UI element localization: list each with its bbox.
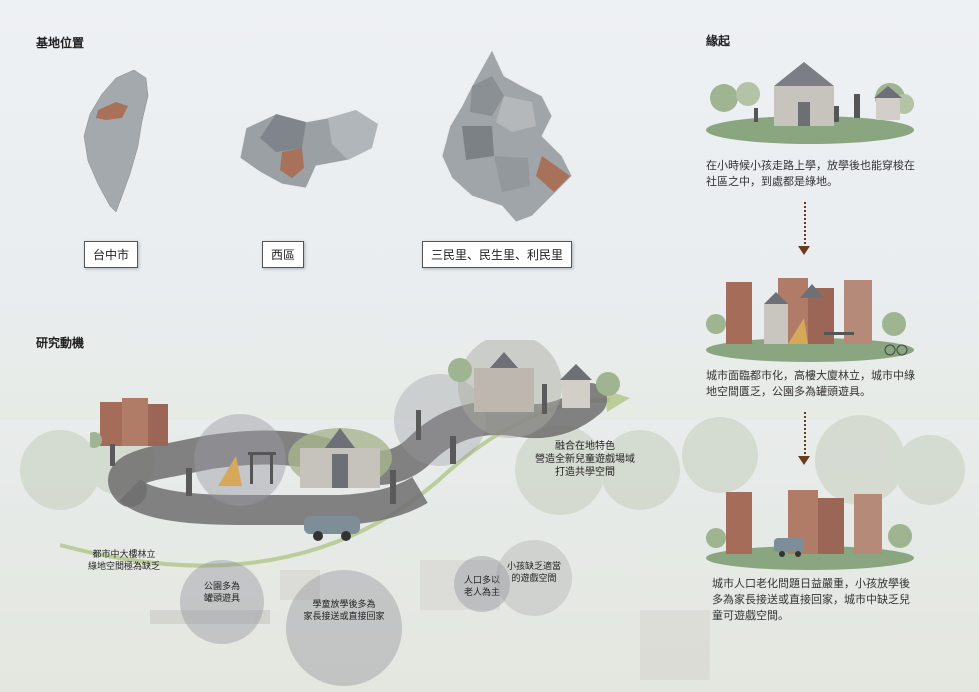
elderly-text: 人口多以 老人為主 — [463, 575, 500, 597]
pickup-circle — [286, 570, 402, 686]
origin-text-2: 城市面臨都市化，高樓大廈林立，城市中綠地空間匱乏，公園多為罐頭遊具。 — [706, 370, 915, 398]
motivation-heading: 研究動機 — [36, 336, 85, 350]
arrow-head-1 — [798, 246, 810, 255]
taiwan-map — [83, 69, 149, 213]
high-rise-text: 都市中大樓林立 綠地空間極為缺乏 — [87, 549, 160, 571]
motivation-road-illustration — [90, 340, 620, 541]
park-text: 公園多為 罐頭遊具 — [203, 581, 240, 603]
west-district-label: 西區 — [262, 241, 305, 268]
origin-illustration-3 — [706, 490, 914, 570]
elderly-circle — [454, 556, 510, 612]
site-location-heading: 基地位置 — [36, 36, 85, 50]
taichung-label: 台中市 — [84, 241, 139, 268]
origin-heading: 緣起 — [706, 34, 731, 48]
lack-circle — [496, 540, 572, 616]
origin-text-3: 城市人口老化問題日益嚴重，小孩放學後多為家長接送或直接回家，城市中缺乏兒童可遊戲… — [712, 578, 910, 622]
arrow-line-2 — [804, 412, 806, 454]
origin-illustration-1 — [706, 62, 914, 144]
west-district-map — [239, 109, 379, 189]
arrow-line-1 — [804, 202, 806, 244]
origin-illustration-2 — [706, 278, 914, 362]
villages-map — [441, 49, 573, 223]
pickup-text: 學童放學後多為 家長接送或直接回家 — [303, 599, 385, 621]
origin-text-1: 在小時候小孩走路上學，放學後也能穿梭在社區之中，到處都是綠地。 — [706, 160, 915, 188]
villages-label: 三民里、民生里、利民里 — [422, 241, 573, 268]
park-circle — [180, 560, 264, 644]
goal-text: 融合在地特色 營造全新兒童遊戲場域 打造共學空間 — [535, 441, 635, 478]
arrow-head-2 — [798, 456, 810, 465]
lack-text: 小孩缺乏適當 的遊戲空間 — [506, 561, 561, 583]
